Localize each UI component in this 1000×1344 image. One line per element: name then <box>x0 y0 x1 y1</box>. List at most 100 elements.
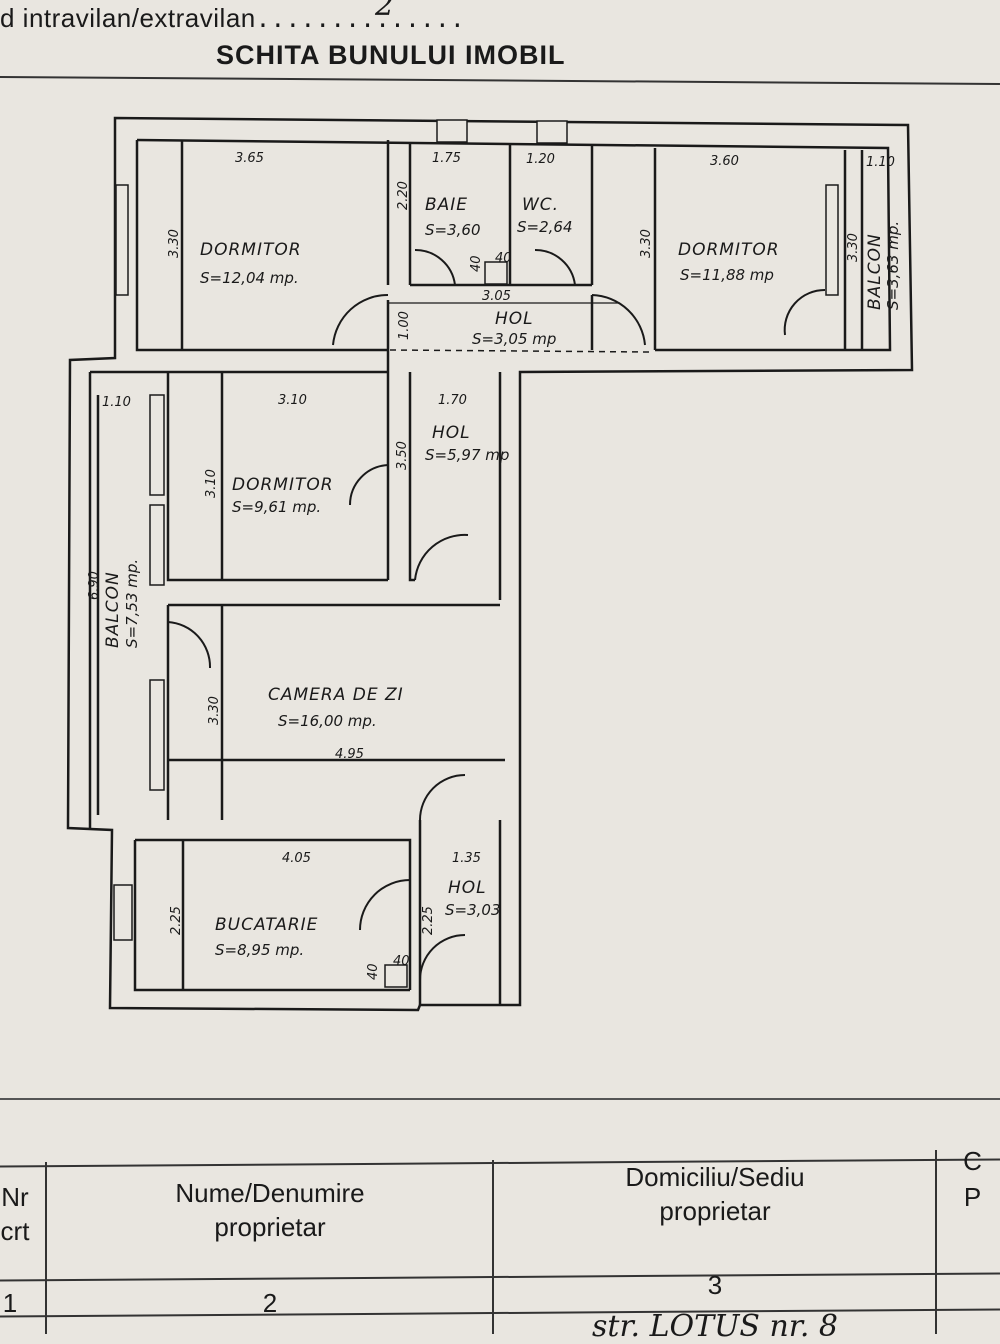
room-name-wc: WC. <box>522 195 559 215</box>
dim-label: 40 <box>393 954 410 969</box>
room-name-dormitor-2: DORMITOR <box>678 240 780 260</box>
window-7 <box>149 679 165 791</box>
door-arc-9 <box>419 774 466 821</box>
header-handwritten-value: 2 <box>375 0 395 23</box>
dim-label: 6.90 <box>87 571 102 600</box>
dim-label: 40 <box>469 255 484 272</box>
door-arc-4 <box>591 294 646 346</box>
fixtures <box>384 261 508 988</box>
dim-label: 3.10 <box>204 469 219 498</box>
dim-label: 1.00 <box>397 311 412 340</box>
dim-label: 1.70 <box>438 393 467 408</box>
inner-top-wall <box>136 138 892 352</box>
window-1 <box>115 184 129 296</box>
dim-label: 3.30 <box>167 229 182 258</box>
dormitor1-inner <box>135 140 388 352</box>
floor-plan: DORMITOR S=12,04 mp. BAIE S=3,60 WC. S=2… <box>66 116 914 1012</box>
door-swings <box>167 248 826 981</box>
column-number-2: 2 <box>262 1288 278 1318</box>
camera-walls <box>166 603 500 820</box>
room-area-hol-1: S=3,05 mp <box>472 330 556 348</box>
window-2 <box>436 119 468 143</box>
header-label: d intravilan/extravilan <box>0 3 256 33</box>
column-header-name-line2: proprietar <box>214 1212 326 1242</box>
room-name-balcon-2: BALCON <box>103 571 123 648</box>
table-line <box>45 1162 47 1334</box>
dim-label: 3.65 <box>235 151 264 166</box>
dim-label: 1.10 <box>866 155 895 170</box>
dim-label: 1.10 <box>102 395 131 410</box>
room-area-dormitor-3: S=9,61 mp. <box>232 498 321 516</box>
bucatarie-walls <box>133 838 412 992</box>
room-name-hol-2: HOL <box>432 423 471 443</box>
window-8 <box>113 884 133 941</box>
room-name-hol-3: HOL <box>448 878 487 898</box>
dim-label: 4.95 <box>335 747 364 762</box>
table-top-rule <box>0 1098 1000 1100</box>
window-5 <box>149 394 165 496</box>
hol-dashed-line <box>389 349 651 353</box>
dim-label: 4.05 <box>282 851 311 866</box>
header-line: d intravilan/extravilan..............2 <box>0 0 465 35</box>
door-arc-7 <box>414 533 469 581</box>
bath-fixture <box>484 261 508 285</box>
room-name-dormitor-1: DORMITOR <box>200 240 302 260</box>
room-area-balcon-2: S=7,53 mp. <box>123 559 141 648</box>
dim-label: 3.60 <box>710 154 739 169</box>
dim-label: 3.30 <box>207 696 222 725</box>
window-4 <box>825 184 839 296</box>
dormitor3-walls <box>90 370 388 582</box>
table-line <box>935 1150 937 1334</box>
column-header-last-line1: C <box>963 1146 982 1176</box>
dim-label: 2.25 <box>169 906 184 935</box>
dim-label: 2.25 <box>421 906 436 935</box>
room-area-hol-2: S=5,97 mp <box>425 446 509 464</box>
column-header-name-line1: Nume/Denumire <box>175 1178 365 1208</box>
table-line <box>492 1160 494 1334</box>
header-dotted-fill: .............. <box>255 5 466 33</box>
balcon-wall <box>843 150 864 350</box>
dim-label: 1.20 <box>526 152 555 167</box>
outer-wall-outline <box>66 116 914 1012</box>
room-name-bucatarie: BUCATARIE <box>215 915 318 935</box>
door-arc-6 <box>348 464 389 506</box>
room-area-dormitor-2: S=11,88 mp <box>680 266 774 284</box>
room-area-dormitor-1: S=12,04 mp. <box>200 269 299 287</box>
dim-label: 2.20 <box>396 181 411 210</box>
dim-label: 40 <box>366 963 381 980</box>
dim-label: 3.50 <box>395 441 410 470</box>
column-header-last-line2: P <box>963 1182 982 1212</box>
column-number-1: 1 <box>2 1288 18 1318</box>
room-name-camera-de-zi: CAMERA DE ZI <box>268 685 404 705</box>
door-arc-8 <box>167 621 212 669</box>
dim-label: 3.30 <box>846 233 861 262</box>
owners-table: Nr crt Nume/Denumire proprietar Domicili… <box>0 1146 1000 1344</box>
dim-label: 1.75 <box>432 151 461 166</box>
dim-label: 3.30 <box>639 229 654 258</box>
kitchen-fixture <box>384 964 408 988</box>
room-area-hol-3: S=3,03 <box>445 901 501 919</box>
room-area-balcon-1: S=3,63 mp. <box>884 221 902 310</box>
column-header-address-line1: Domiciliu/Sediu <box>625 1162 805 1192</box>
door-arc-11 <box>419 934 466 981</box>
window-3 <box>536 120 568 144</box>
handwritten-address: str. LOTUS nr. 8 <box>592 1309 838 1344</box>
column-number-3: 3 <box>707 1270 723 1300</box>
door-arc-3 <box>534 248 576 286</box>
dim-label: 3.05 <box>482 289 511 304</box>
window-6 <box>149 504 165 586</box>
dim-label: 1.35 <box>452 851 481 866</box>
room-area-wc: S=2,64 <box>517 218 573 236</box>
room-area-baie: S=3,60 <box>425 221 481 239</box>
door-arc-2 <box>414 248 456 286</box>
room-name-dormitor-3: DORMITOR <box>232 475 334 495</box>
hol-walls <box>408 372 502 600</box>
column-header-address-line2: proprietar <box>659 1196 771 1226</box>
room-area-bucatarie: S=8,95 mp. <box>215 941 304 959</box>
windows <box>113 119 839 941</box>
sheet-title: SCHITA BUNULUI IMOBIL <box>216 40 566 70</box>
column-header-crt: crt <box>0 1216 30 1246</box>
dim-label: 40 <box>495 251 512 266</box>
room-name-balcon-1: BALCON <box>865 233 885 310</box>
plan-walls <box>66 116 914 1012</box>
